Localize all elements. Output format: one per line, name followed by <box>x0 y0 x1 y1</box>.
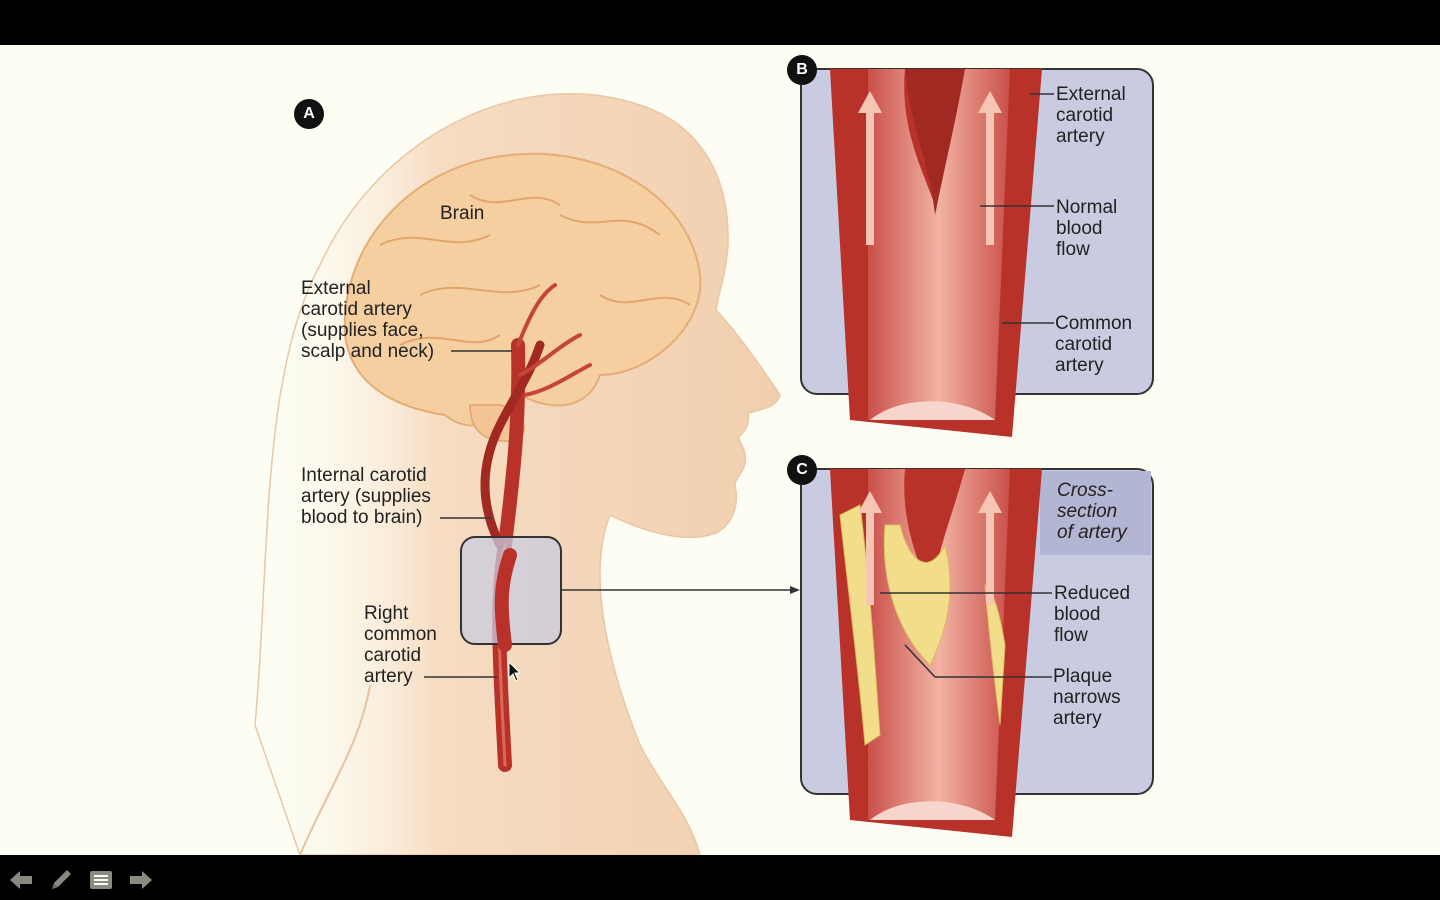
normal-blood-flow-label: Normal blood flow <box>1056 197 1118 260</box>
leader-lines-b <box>980 93 1054 324</box>
viewer-toolbar <box>6 863 156 897</box>
reduced-blood-flow-label: Reduced blood flow <box>1054 583 1131 646</box>
brain-label: Brain <box>440 203 485 224</box>
mouse-cursor-icon <box>508 660 522 682</box>
plaque-narrows-label: Plaque narrows artery <box>1053 666 1121 729</box>
panel-b-normal-artery <box>800 68 1154 437</box>
panel-c-narrowed-artery <box>800 468 1154 837</box>
internal-carotid-label: Internal carotid artery (supplies blood … <box>301 465 431 528</box>
panel-a-badge: A <box>294 99 324 129</box>
menu-icon[interactable] <box>86 865 116 895</box>
arrow-left-icon[interactable] <box>6 865 36 895</box>
right-common-carotid-label: Right common carotid artery <box>364 603 437 687</box>
carotid-illustration <box>254 68 1154 855</box>
leader-lines-c <box>880 592 1052 678</box>
cross-section-label: Cross- section of artery <box>1057 480 1127 543</box>
external-carotid-label-b: External carotid artery <box>1056 84 1126 147</box>
leader-lines-a <box>424 350 800 678</box>
panel-b-badge: B <box>787 55 817 85</box>
panel-c-badge: C <box>787 455 817 485</box>
slide-canvas: A B C Brain External carotid artery (sup… <box>0 45 1440 889</box>
pencil-icon[interactable] <box>46 865 76 895</box>
common-carotid-label-b: Common carotid artery <box>1055 313 1133 376</box>
arrow-right-icon[interactable] <box>126 865 156 895</box>
external-carotid-label-a: External carotid artery (supplies face, … <box>301 278 435 362</box>
